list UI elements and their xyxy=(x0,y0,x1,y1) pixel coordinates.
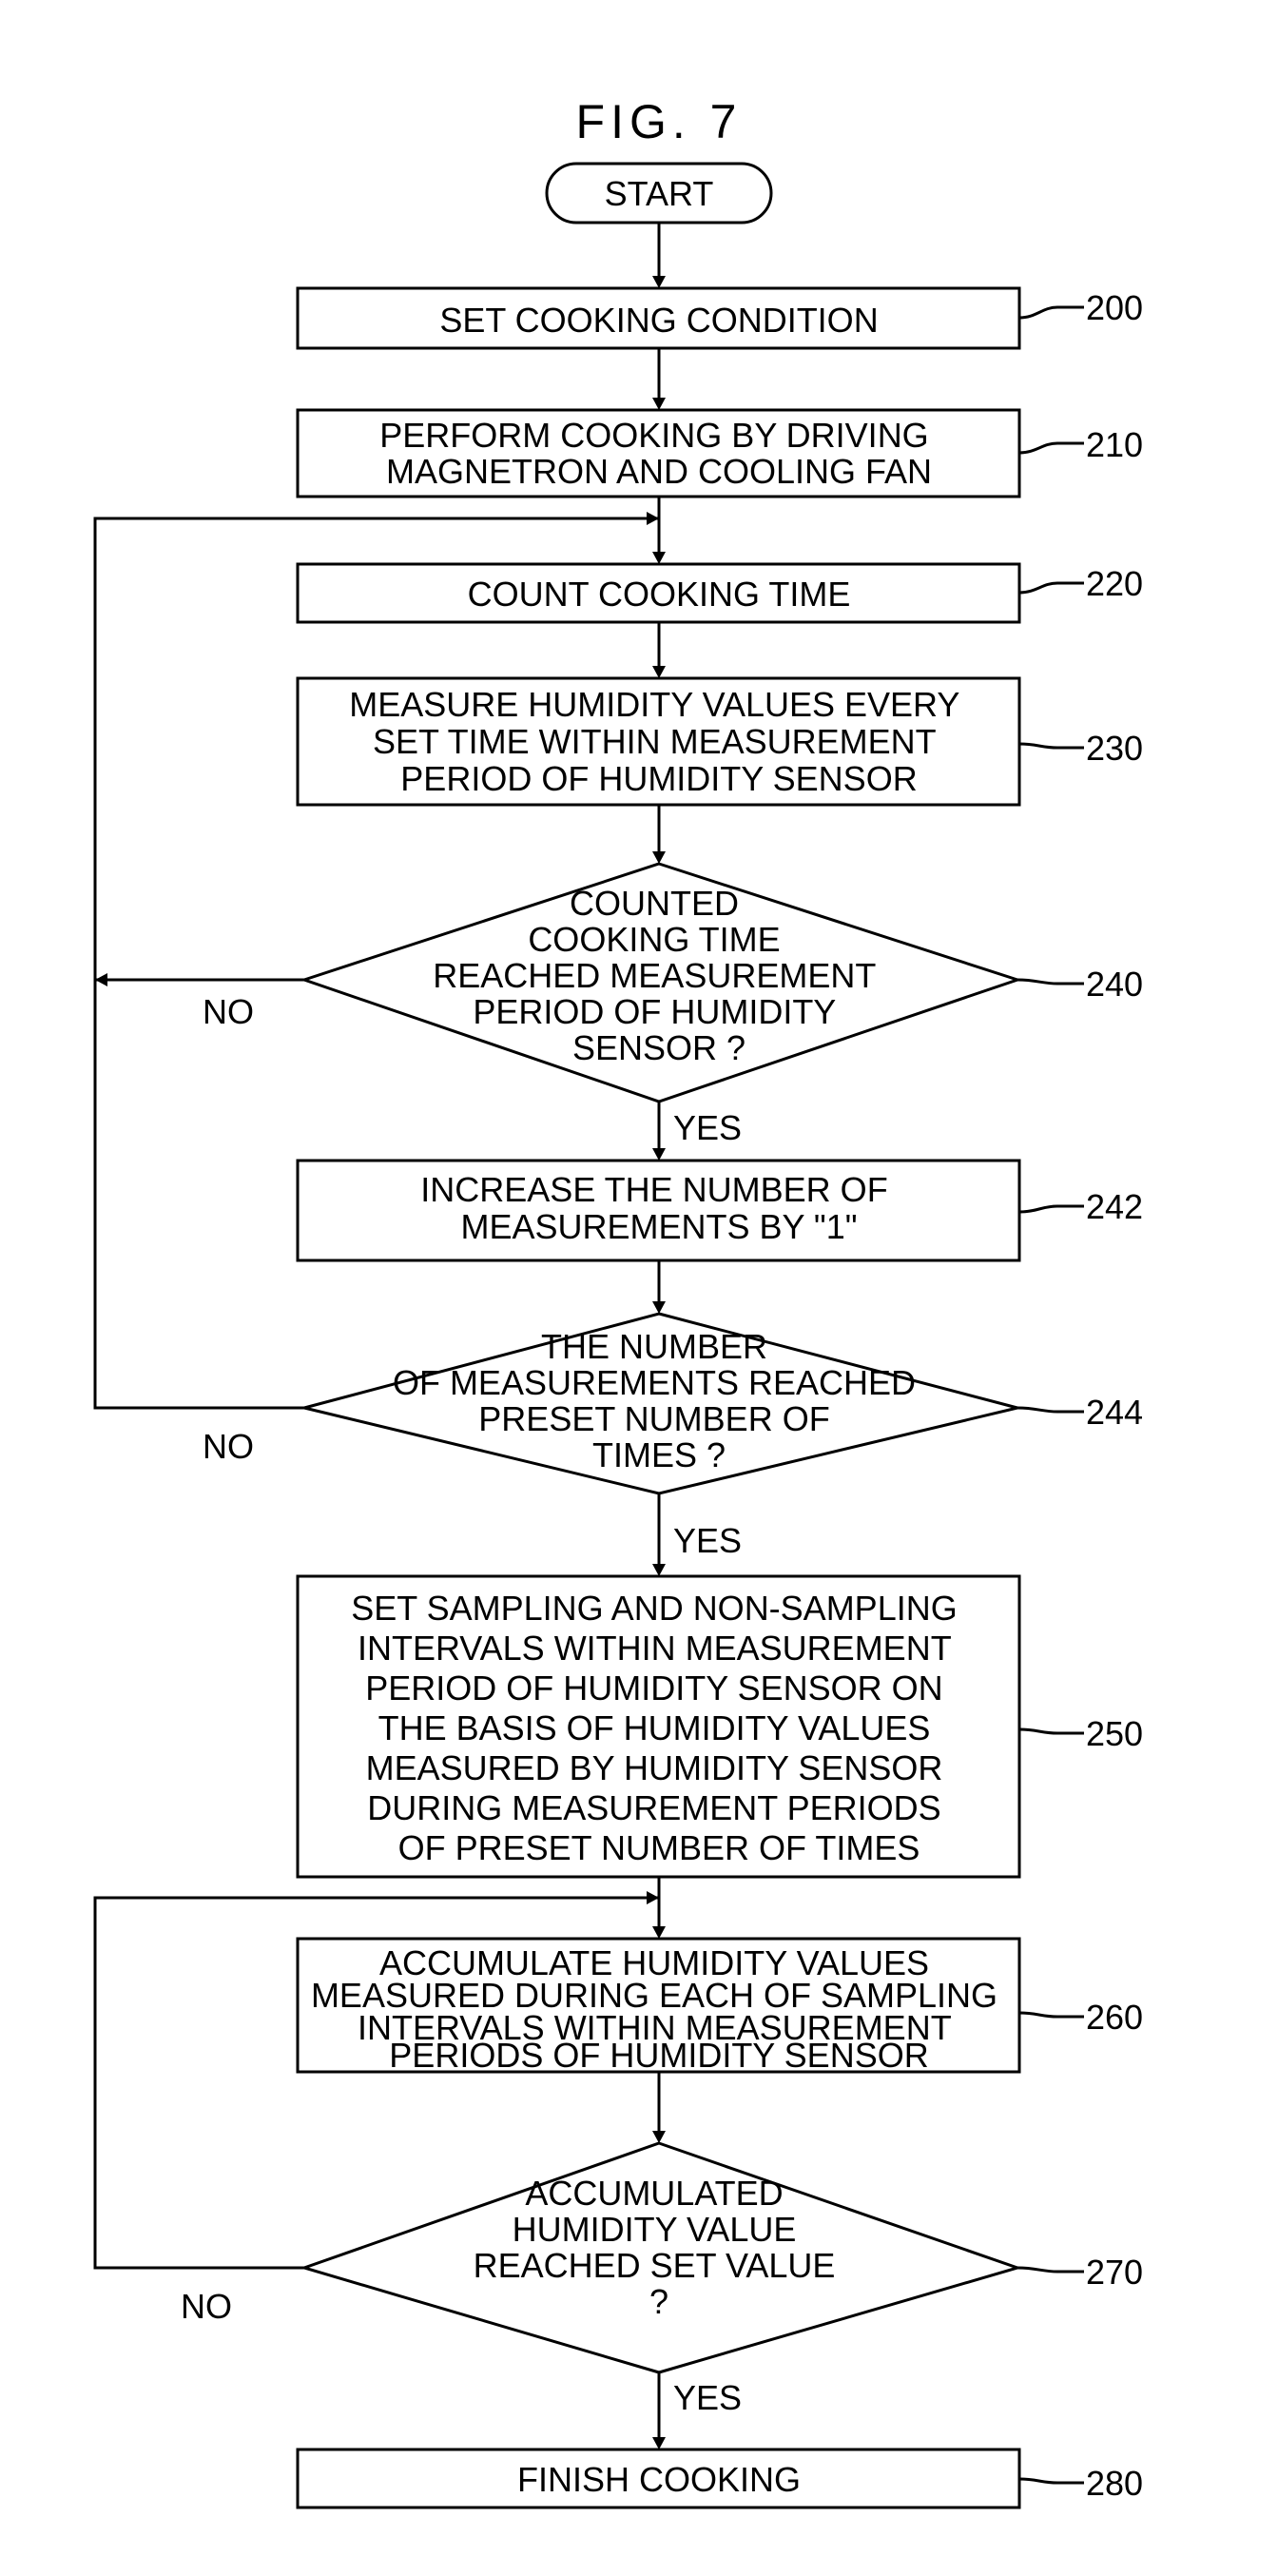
leader-200 xyxy=(1019,307,1084,318)
ref-230: 230 xyxy=(1086,729,1143,768)
step-230-text: MEASURE HUMIDITY VALUES EVERY SET TIME W… xyxy=(349,685,969,798)
start-label: START xyxy=(605,174,714,213)
leader-280 xyxy=(1019,2479,1084,2483)
decision-244-yes: YES xyxy=(673,1521,742,1560)
leader-260 xyxy=(1019,2013,1084,2017)
ref-220: 220 xyxy=(1086,564,1143,603)
leader-240 xyxy=(1017,980,1084,984)
step-280-text: FINISH COOKING xyxy=(517,2460,801,2499)
step-242-text: INCREASE THE NUMBER OF MEASUREMENTS BY "… xyxy=(420,1170,897,1246)
leader-230 xyxy=(1019,744,1084,748)
ref-260: 260 xyxy=(1086,1998,1143,2037)
ref-240: 240 xyxy=(1086,965,1143,1004)
ref-270: 270 xyxy=(1086,2253,1143,2292)
ref-210: 210 xyxy=(1086,425,1143,464)
decision-240-no: NO xyxy=(203,992,254,1031)
leader-210 xyxy=(1019,443,1084,453)
step-220-text: COUNT COOKING TIME xyxy=(468,575,851,614)
decision-240-yes: YES xyxy=(673,1108,742,1147)
step-210-text: PERFORM COOKING BY DRIVING MAGNETRON AND… xyxy=(379,416,938,491)
decision-244-no: NO xyxy=(203,1427,254,1466)
decision-244-text: THE NUMBER OF MEASUREMENTS REACHED PRESE… xyxy=(393,1327,925,1474)
leader-250 xyxy=(1019,1729,1084,1733)
step-250-text: SET SAMPLING AND NON-SAMPLING INTERVALS … xyxy=(351,1589,967,1867)
figure-title: FIG. 7 xyxy=(576,95,743,148)
step-200-text: SET COOKING CONDITION xyxy=(439,301,878,340)
leader-220 xyxy=(1019,583,1084,593)
ref-250: 250 xyxy=(1086,1714,1143,1753)
decision-270-yes: YES xyxy=(673,2378,742,2417)
ref-244: 244 xyxy=(1086,1393,1143,1432)
step-260-text: ACCUMULATE HUMIDITY VALUES MEASURED DURI… xyxy=(311,1943,1007,2075)
decision-270-no: NO xyxy=(181,2287,232,2326)
ref-242: 242 xyxy=(1086,1187,1143,1226)
leader-244 xyxy=(1017,1408,1084,1412)
ref-200: 200 xyxy=(1086,288,1143,327)
ref-280: 280 xyxy=(1086,2464,1143,2503)
leader-270 xyxy=(1017,2268,1084,2272)
leader-242 xyxy=(1019,1206,1084,1212)
